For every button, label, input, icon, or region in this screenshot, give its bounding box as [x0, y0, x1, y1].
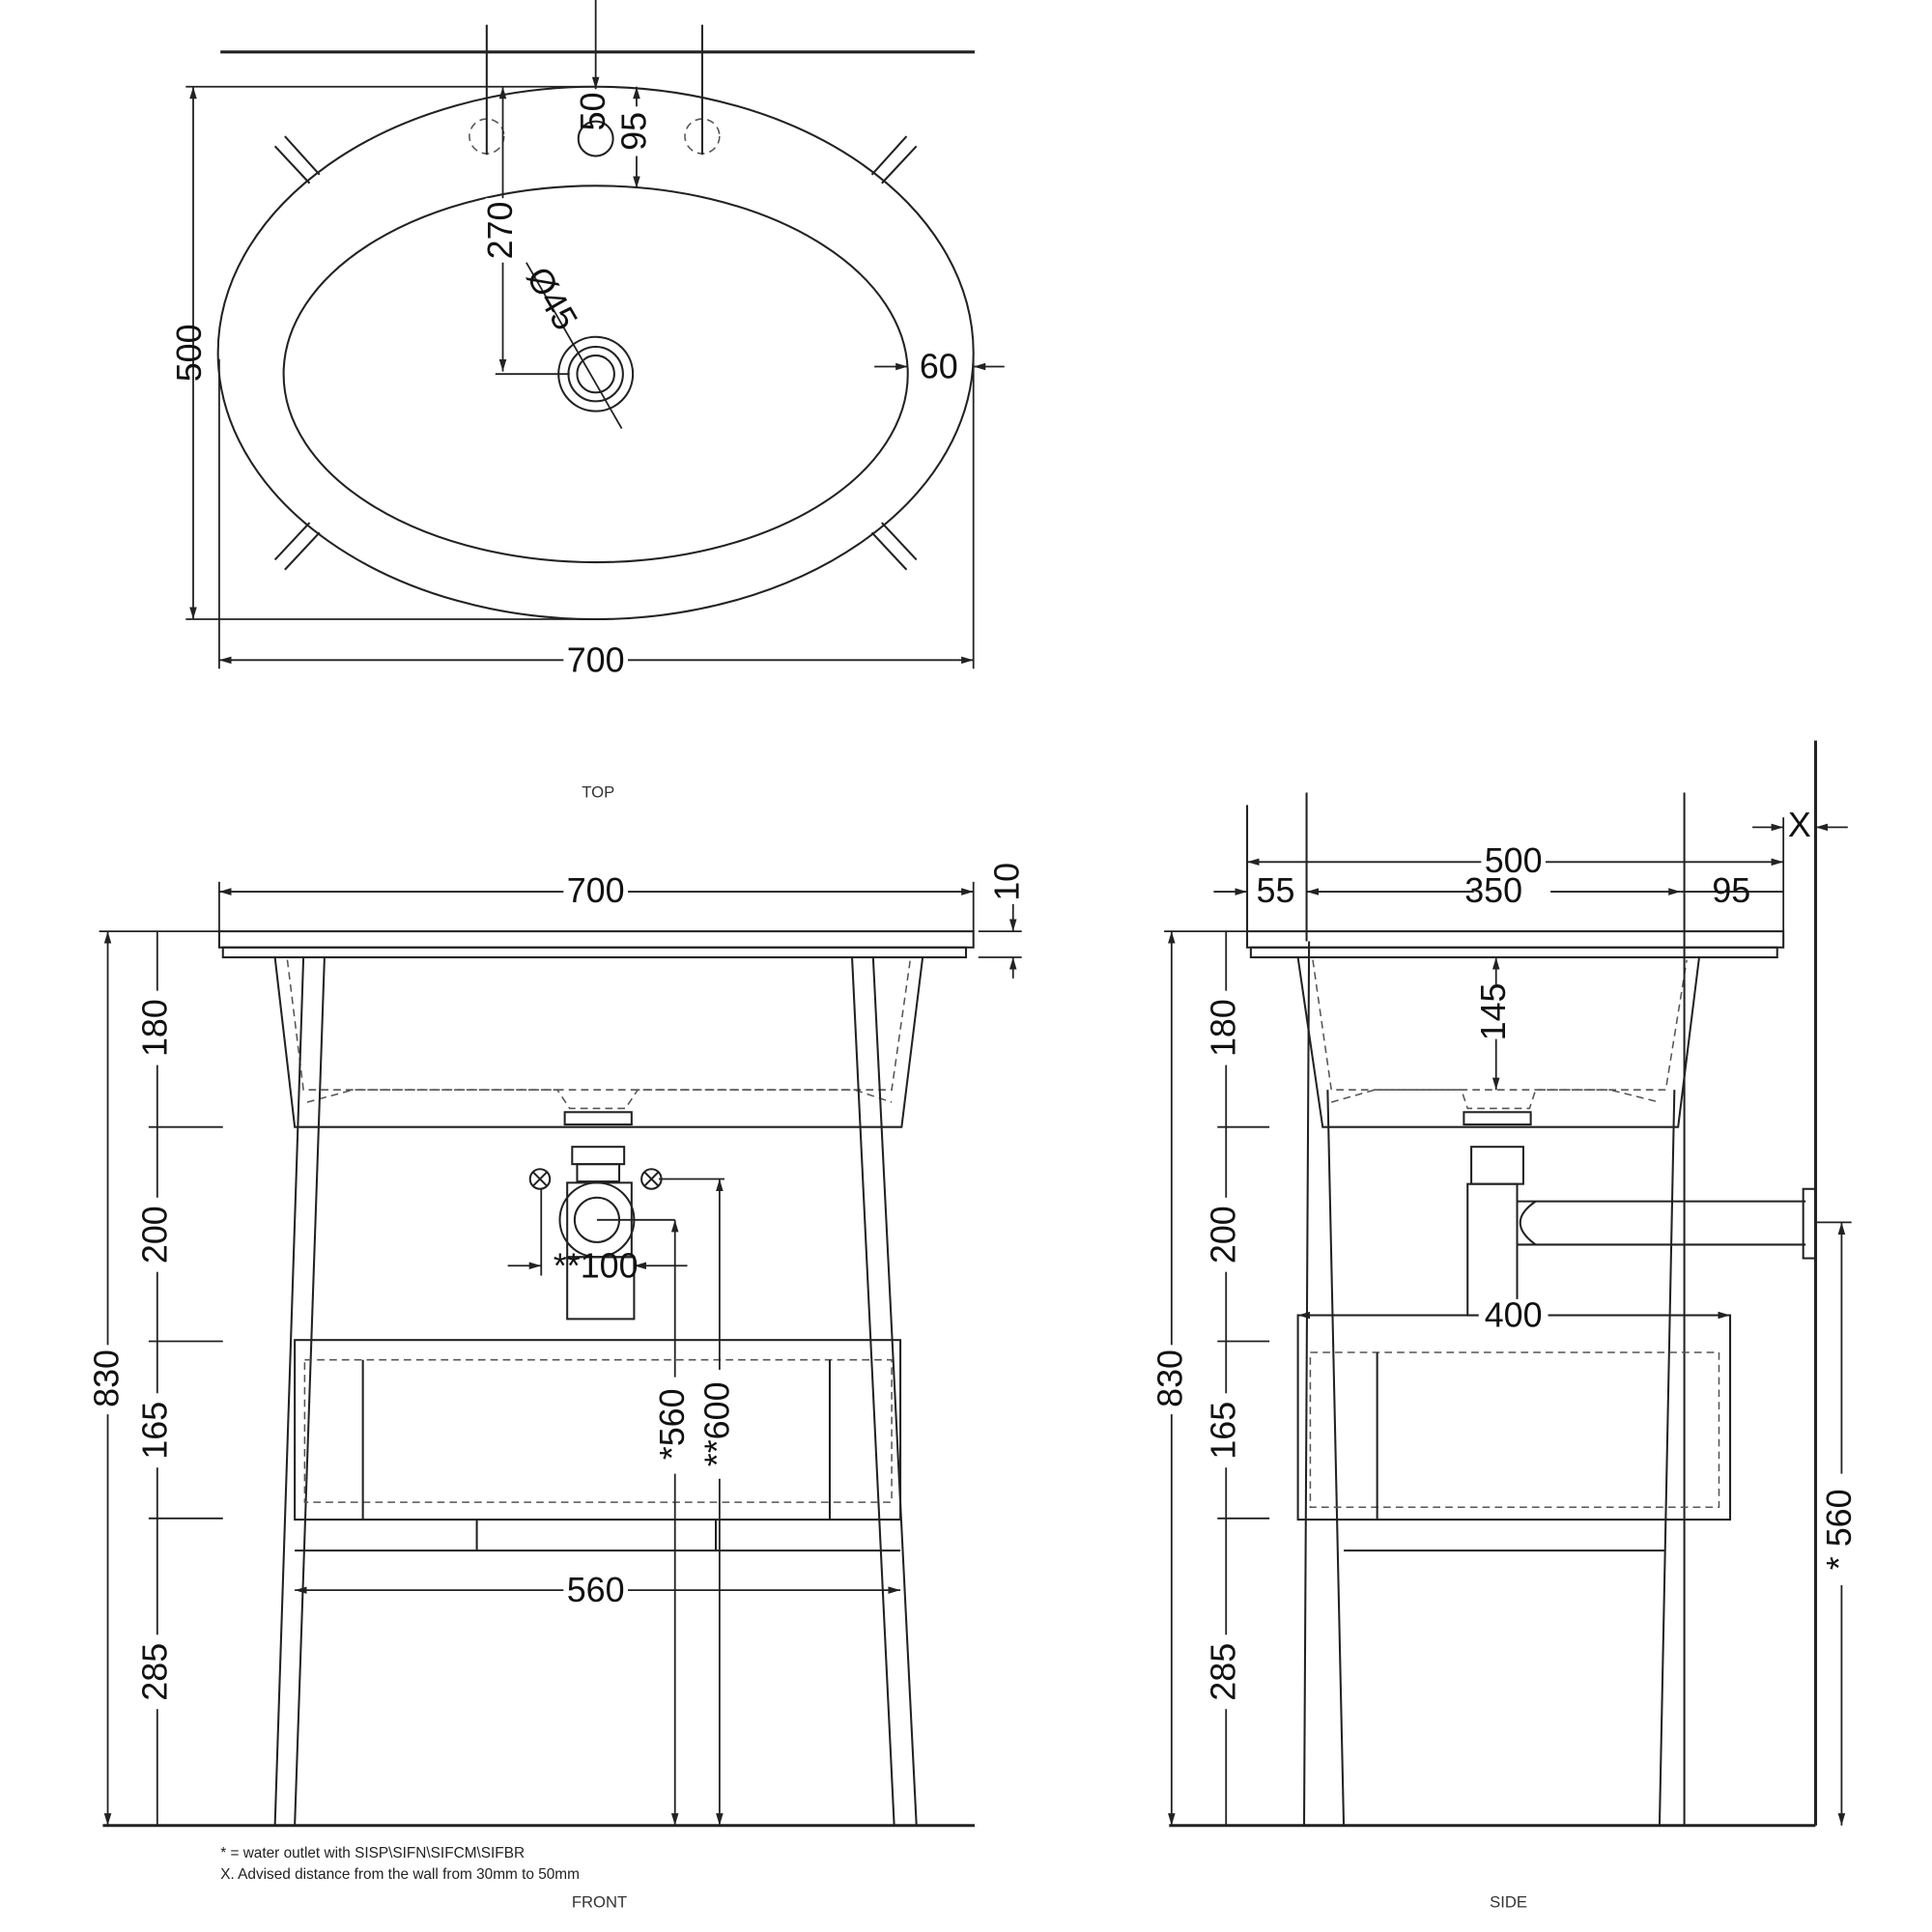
- shelf: [294, 1339, 902, 1521]
- dim-500: 500: [170, 324, 209, 382]
- view-label-top: TOP: [582, 783, 614, 802]
- dim-500-side: 500: [1485, 841, 1543, 880]
- dim-145: 145: [1474, 983, 1513, 1041]
- basin-body-side: [1296, 956, 1700, 1128]
- dim-165-side: 165: [1205, 1402, 1243, 1460]
- dim-700: 700: [567, 640, 625, 679]
- dim-diameter-45: Ø45: [519, 261, 585, 337]
- dim-10: 10: [987, 863, 1026, 901]
- dim-700-front: 700: [567, 871, 625, 910]
- shelf-side: [1296, 1314, 1732, 1521]
- view-label-front: FRONT: [572, 1892, 627, 1911]
- dim-560-outlet: *560: [653, 1388, 692, 1460]
- frame-legs: [273, 956, 918, 1826]
- note-wall-distance: X. Advised distance from the wall from 3…: [220, 1866, 580, 1883]
- dim-350: 350: [1464, 871, 1522, 910]
- dim-165: 165: [135, 1402, 174, 1460]
- basin-body: [273, 956, 924, 1128]
- dim-95-side: 95: [1712, 871, 1750, 910]
- dim-560-horizontal: 560: [567, 1571, 625, 1609]
- siphon: [558, 1111, 636, 1321]
- legs-top: [273, 135, 918, 571]
- note-water-outlet: * = water outlet with SISP\SIFN\SIFCM\SI…: [220, 1845, 525, 1861]
- top-view: 500 700 270 50 95 Ø45 60 TOP: [170, 0, 1005, 802]
- dim-50: 50: [574, 92, 612, 130]
- dim-285-side: 285: [1205, 1643, 1243, 1701]
- basin-top-slab: [217, 930, 975, 949]
- siphon-side: [1463, 1111, 1817, 1317]
- tap-holes: [469, 24, 721, 157]
- dim-60: 60: [920, 348, 958, 386]
- dim-560-side: * 560: [1820, 1489, 1859, 1570]
- dim-830-side: 830: [1151, 1350, 1190, 1407]
- dim-200: 200: [135, 1206, 174, 1264]
- dim-400: 400: [1485, 1296, 1543, 1335]
- dim-600: **600: [697, 1381, 736, 1466]
- dim-270: 270: [481, 202, 520, 260]
- side-view: 500 55 350 95 X 145 400 830 180 200 165 …: [1151, 740, 1860, 1911]
- dim-285: 285: [135, 1643, 174, 1701]
- frame-legs-side: [1246, 792, 1686, 1826]
- dim-55: 55: [1257, 871, 1295, 910]
- basin-top-slab-side: [1246, 930, 1785, 949]
- dim-830: 830: [87, 1350, 126, 1407]
- dim-200-side: 200: [1205, 1206, 1243, 1264]
- valves: [528, 1168, 663, 1190]
- basin-outer-rim: [216, 85, 975, 621]
- front-view: 830 180 200 165 285 700 10 560 **100 *56…: [87, 863, 1026, 1911]
- dim-x: X: [1788, 806, 1811, 844]
- dim-180-side: 180: [1205, 999, 1243, 1057]
- dim-95: 95: [614, 112, 653, 151]
- view-label-side: SIDE: [1490, 1892, 1527, 1911]
- dim-100: **100: [554, 1246, 639, 1285]
- basin-bowl: [282, 185, 909, 564]
- dim-180: 180: [135, 999, 174, 1057]
